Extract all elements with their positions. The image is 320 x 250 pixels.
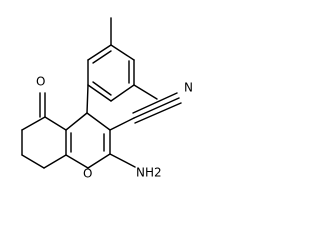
chemical-structure-diagram: O O N NH2 (21, 17, 193, 181)
pyran-ring-bond (87, 153, 111, 169)
ortho-methyl-bond (133, 84, 158, 100)
nitrile-triple-bond (132, 92, 178, 114)
cyclohexanone-ring-bond (43, 154, 67, 169)
pyran-ring-bond (65, 154, 89, 169)
cyclohexanone-ring-bond (44, 116, 67, 131)
pyran-ring-bond (86, 112, 111, 131)
chromene-core (65, 84, 182, 169)
nitrile-triple-bond (133, 97, 180, 119)
cyclohexanone-ring-bond (21, 116, 46, 131)
pyran-ring-bond (65, 112, 88, 131)
cyclohexanone-ring-bond (21, 154, 45, 169)
nitrile-linker-bond (109, 117, 135, 131)
aryl-ring-bond (87, 84, 112, 102)
aryl-ring-bond (87, 44, 112, 61)
aryl-ring-bond (110, 44, 135, 61)
carbonyl-oxygen-label: O (36, 75, 45, 89)
amino-group-label: NH2 (136, 166, 162, 180)
ring-oxygen-label: O (83, 167, 92, 181)
aryl-ring-bond (110, 84, 135, 102)
cyclohexanone-ring (21, 92, 67, 169)
aryl-ring-double-bond (92, 81, 112, 96)
aryl-ring-double-bond (92, 50, 112, 64)
aryl-to-c4-bond (86, 84, 89, 114)
amino-bond (109, 153, 136, 168)
nitrile-nitrogen-label: N (184, 81, 193, 95)
dimethylphenyl-ring (87, 17, 158, 102)
chemical-structure-canvas: O O N NH2 (21, 17, 193, 181)
nitrile-triple-bond (134, 102, 182, 124)
